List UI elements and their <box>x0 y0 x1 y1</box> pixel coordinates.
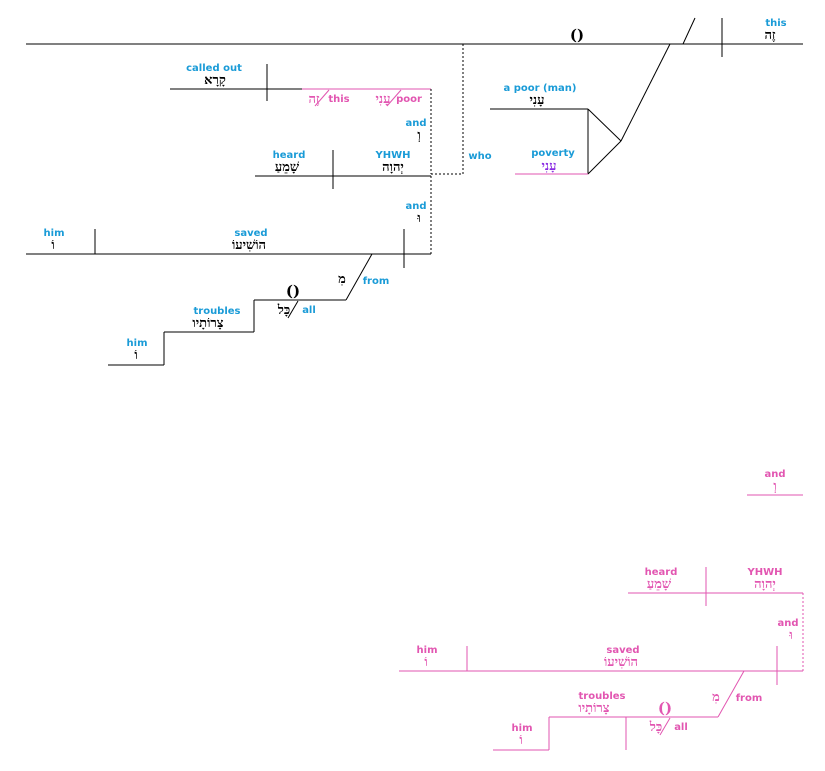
all-hebrew: כָּל <box>277 303 290 318</box>
this-object-gloss: this <box>328 94 349 105</box>
fork-upper <box>587 108 622 142</box>
b-him1-gloss: him <box>417 645 438 656</box>
yhwh-gloss: YHWH <box>374 150 410 161</box>
this-object-hebrew: זֶה <box>308 92 319 107</box>
b-heard-hebrew: שָׁמֵעַ <box>647 577 672 592</box>
and1-gloss: and <box>405 118 426 129</box>
b-him2-gloss: him <box>512 723 533 734</box>
heard-hebrew: שָׁמֵעַ <box>275 160 300 175</box>
and2-gloss: and <box>405 201 426 212</box>
saved-hebrew: הוֹשִׁיעוֹ <box>232 238 266 253</box>
yhwh-hebrew: יְהוָה <box>382 160 404 175</box>
this-gloss: this <box>765 18 786 29</box>
b-heard-gloss: heard <box>645 567 678 578</box>
from-hebrew: מִ <box>338 272 346 287</box>
b-all-placeholder: () <box>658 699 672 717</box>
saved-gloss: saved <box>234 228 267 239</box>
pedestal-line <box>620 43 671 142</box>
top-diagram: () this זֶה a poor (man) עָנִי poverty ע… <box>26 17 803 366</box>
b-saved-gloss: saved <box>606 645 639 656</box>
b-him1-hebrew: וֹ <box>424 655 427 670</box>
b-from-hebrew: מִ <box>712 690 720 705</box>
b-all-gloss: all <box>674 722 688 733</box>
from-gloss: from <box>363 276 390 287</box>
main-verb-placeholder: () <box>570 26 584 44</box>
all-slash <box>287 300 299 319</box>
and2-hebrew: וּ <box>416 211 420 226</box>
all-placeholder: () <box>286 282 300 300</box>
b-him2-hebrew: וֹ <box>519 733 522 748</box>
b-all-slash <box>659 717 671 736</box>
b-troubles-hebrew: צָרוֹתָיו <box>578 701 609 716</box>
called-out-hebrew: קָרָא <box>204 73 226 88</box>
all-gloss: all <box>302 305 316 316</box>
b-yhwh-hebrew: יְהוָה <box>754 577 776 592</box>
troubles-hebrew: צָרוֹתָיו <box>192 316 223 331</box>
bottom-diagram: and וְ heard שָׁמֵעַ YHWH יְהוָה and וּ … <box>399 469 804 751</box>
him2-hebrew: וֹ <box>134 348 137 363</box>
b-and1-hebrew: וְ <box>773 479 776 494</box>
b-and2-gloss: and <box>777 618 798 629</box>
b-and1-gloss: and <box>764 469 785 480</box>
who-gloss: who <box>468 151 491 162</box>
b-and2-hebrew: וּ <box>788 628 792 643</box>
him2-gloss: him <box>127 338 148 349</box>
this-hebrew: זֶה <box>764 28 775 43</box>
and1-hebrew: וְ <box>417 128 420 143</box>
b-troubles-gloss: troubles <box>578 691 625 702</box>
from-slash <box>345 253 373 301</box>
poor-hebrew: עָנִי <box>376 92 391 107</box>
poverty-hebrew: עָנִי <box>542 159 557 174</box>
b-from-slash <box>717 670 745 718</box>
him1-hebrew: וֹ <box>51 238 54 253</box>
poor-gloss: poor <box>396 94 422 105</box>
him1-gloss: him <box>44 228 65 239</box>
b-saved-hebrew: הוֹשִׁיעוֹ <box>604 655 638 670</box>
heard-gloss: heard <box>273 150 306 161</box>
called-out-gloss: called out <box>186 63 242 74</box>
b-from-gloss: from <box>736 693 763 704</box>
predicate-slash <box>682 17 696 45</box>
b-all-hebrew: כָּל <box>649 720 662 735</box>
poverty-gloss: poverty <box>531 148 575 159</box>
this-poor-slash-1 <box>314 89 330 107</box>
b-yhwh-gloss: YHWH <box>746 567 782 578</box>
a-poor-man-gloss: a poor (man) <box>504 83 577 94</box>
fork-lower <box>587 140 622 175</box>
this-poor-slash-2 <box>386 89 402 107</box>
troubles-gloss: troubles <box>193 306 240 317</box>
a-poor-man-hebrew: עָנִי <box>530 93 545 108</box>
